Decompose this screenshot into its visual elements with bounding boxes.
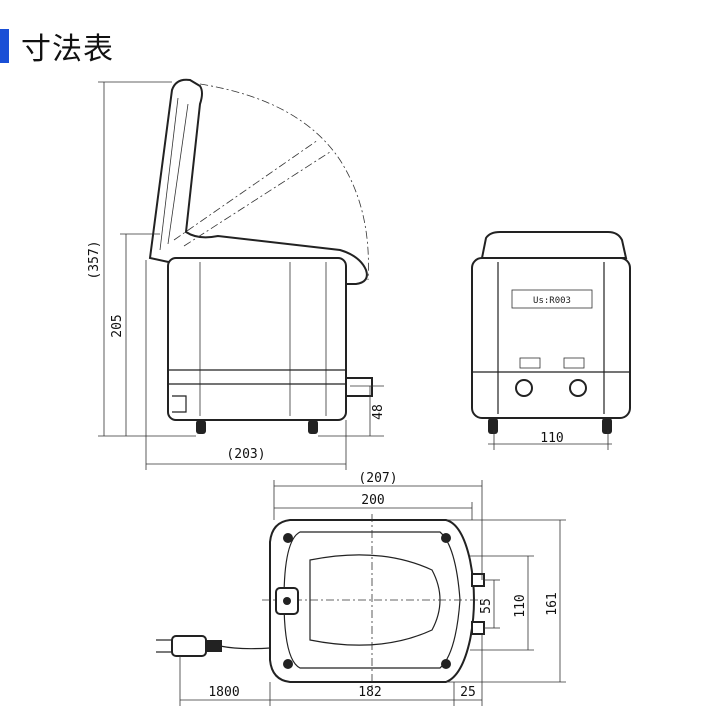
- dim-port-spacing: 55: [479, 598, 494, 614]
- side-view-outlet: [345, 377, 373, 397]
- power-plug: [171, 635, 207, 657]
- screw-bottom-left: [283, 659, 293, 669]
- front-view: Us:R003 110: [471, 231, 631, 450]
- front-view-body: [471, 257, 631, 419]
- cord-strain-relief: [206, 640, 222, 652]
- top-port-lower: [471, 621, 485, 635]
- screw-top-right: [441, 533, 451, 543]
- dim-overall-length: (207): [358, 471, 397, 486]
- side-view-body: [167, 257, 347, 421]
- dim-offset: 25: [460, 685, 476, 700]
- power-cord: [219, 645, 271, 650]
- screw-top-left: [283, 533, 293, 543]
- front-foot-left: [488, 418, 498, 434]
- heading-accent-bar: [0, 29, 9, 63]
- front-view-top: [480, 231, 628, 259]
- dim-front-width: 110: [540, 431, 563, 446]
- front-foot-right: [602, 418, 612, 434]
- dim-cord-length: 1800: [208, 685, 239, 700]
- screw-bottom-right: [441, 659, 451, 669]
- section-heading: 寸法表: [0, 26, 114, 67]
- dim-port-span: 110: [513, 594, 528, 617]
- heading-title: 寸法表: [21, 32, 114, 67]
- front-port-right: [569, 379, 587, 397]
- front-plate: [511, 289, 593, 309]
- dim-body-height: 205: [110, 314, 125, 337]
- dim-total-width: 161: [545, 592, 560, 615]
- dim-outlet-height: 48: [371, 404, 386, 420]
- dim-total-height: (357): [87, 240, 102, 279]
- dim-inner-length: 182: [358, 685, 381, 700]
- top-view: (207) 200 1800 182 25 55 110 161: [156, 471, 566, 706]
- side-view-lid: [148, 78, 368, 285]
- dim-body-length: 200: [361, 493, 384, 508]
- lid-swing-arc: [199, 83, 369, 281]
- dim-depth: (203): [226, 447, 265, 462]
- side-view: (357) 205 48 (203): [87, 78, 386, 470]
- side-foot-right: [308, 420, 318, 434]
- front-plate-label: Us:R003: [533, 296, 571, 306]
- side-foot-left: [196, 420, 206, 434]
- front-port-left: [515, 379, 533, 397]
